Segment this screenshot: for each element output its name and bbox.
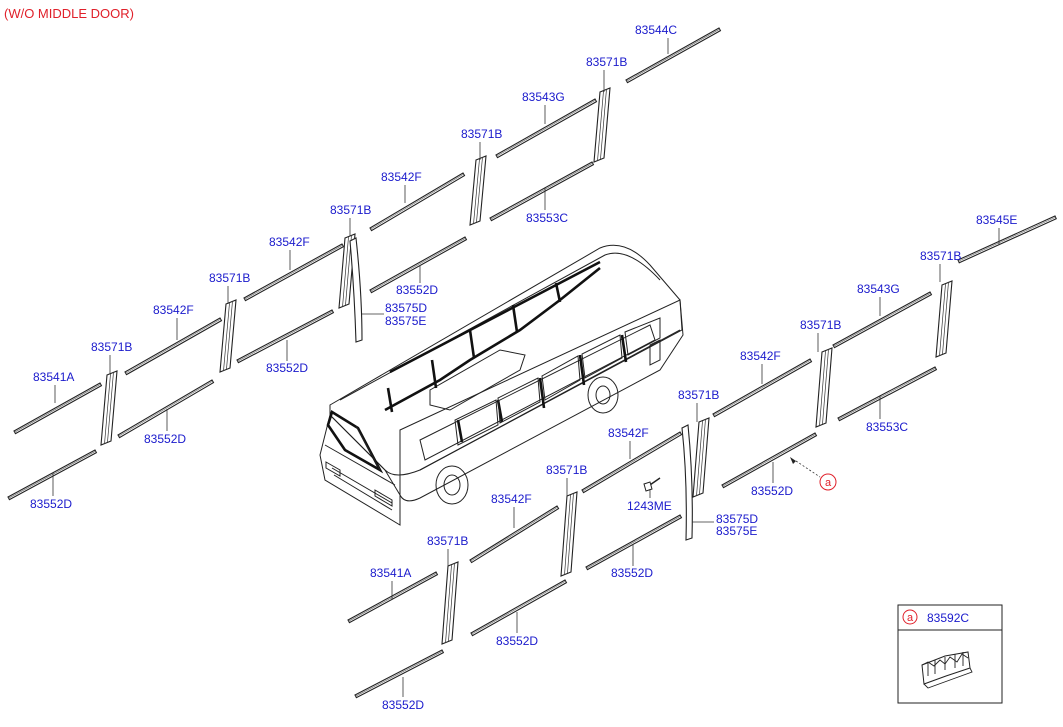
pillar-moulding-groove <box>104 371 114 445</box>
part-label: 83543G <box>522 90 565 104</box>
pillar-moulding <box>593 87 611 163</box>
reference-marker-letter: a <box>825 477 832 489</box>
screw-icon <box>643 477 661 492</box>
part-label: 83552D <box>496 634 538 648</box>
moulding-strip-edge <box>118 380 213 437</box>
part-label: 83571B <box>461 127 502 141</box>
moulding-strip-edge <box>496 99 596 157</box>
moulding-strip-edge <box>348 572 437 622</box>
moulding-strip-edge <box>470 506 558 562</box>
pillar-moulding <box>815 347 833 428</box>
reference-marker: a <box>819 473 837 491</box>
part-label: 83575D <box>716 512 758 526</box>
pillar-moulding-groove <box>564 492 574 576</box>
part-label: 83552D <box>751 484 793 498</box>
pillar-moulding <box>935 280 953 358</box>
pillar-moulding <box>692 417 710 498</box>
clip-marker-icon <box>790 457 821 478</box>
part-label: 83552D <box>396 283 438 297</box>
part-label: 83575E <box>385 314 426 328</box>
moulding-strip-edge <box>490 162 593 220</box>
bus-illustration <box>319 244 684 526</box>
part-label: 83542F <box>381 170 422 184</box>
moulding-strip-edge <box>722 433 816 487</box>
pillar-moulding <box>469 155 487 226</box>
pillar-moulding-groove <box>445 562 455 644</box>
part-label: 83552D <box>144 432 186 446</box>
part-label: 83552D <box>266 361 308 375</box>
pillar-moulding <box>219 299 237 373</box>
moulding-strip-edge <box>237 310 333 362</box>
clip-icon <box>921 651 973 689</box>
moulding-strip-edge <box>586 515 681 569</box>
pillar-moulding <box>560 491 578 577</box>
moulding-strip-edge <box>370 237 466 292</box>
part-label: 83571B <box>91 340 132 354</box>
moulding-strip-edge <box>626 28 720 82</box>
pillar-moulding-groove <box>473 156 483 225</box>
part-label: 83542F <box>269 235 310 249</box>
part-label: 83543G <box>857 282 900 296</box>
part-label: 83575E <box>716 524 757 538</box>
part-label: 83541A <box>33 370 74 384</box>
part-label: 83541A <box>370 566 411 580</box>
part-label: 83571B <box>586 55 627 69</box>
legend-box: a 83592C <box>897 604 1003 704</box>
part-label: 83542F <box>491 492 532 506</box>
moulding-strip-edge <box>958 216 1056 262</box>
part-label: 83575D <box>385 301 427 315</box>
moulding-strip-edge <box>370 173 464 230</box>
part-label: 83571B <box>546 463 587 477</box>
moulding-strip-edge <box>8 450 96 499</box>
part-label: 83571B <box>800 318 841 332</box>
moulding-strips <box>7 27 1057 699</box>
pillar-moulding-groove <box>819 348 829 427</box>
pillar-moulding-groove <box>223 300 233 372</box>
front-pillar-moulding-upper <box>349 237 363 343</box>
moulding-strip-edge <box>838 367 936 420</box>
pillar-mouldings <box>100 87 953 645</box>
part-label: 83571B <box>330 203 371 217</box>
part-label: 83544C <box>635 23 677 37</box>
legend-marker-letter: a <box>907 612 914 624</box>
diagram-title: (W/O MIDDLE DOOR) <box>4 6 134 21</box>
part-label: 83552D <box>611 566 653 580</box>
part-label: 83545E <box>976 213 1017 227</box>
pillar-moulding <box>441 561 459 645</box>
moulding-strip-edge <box>14 383 101 433</box>
part-label: 83542F <box>608 426 649 440</box>
moulding-strip-edge <box>355 650 443 697</box>
part-label: 83552D <box>382 698 424 712</box>
pillar-moulding-groove <box>696 418 706 497</box>
part-label: 83552D <box>30 497 72 511</box>
moulding-strip-edge <box>244 244 343 300</box>
leader-lines <box>52 38 1000 697</box>
part-labels: 83544C 83571B 83543G 83571B 83553C 83542… <box>30 23 1017 712</box>
part-label: 83542F <box>153 303 194 317</box>
moulding-strip-edge <box>125 318 221 374</box>
part-label: 83553C <box>866 420 908 434</box>
part-label: 83571B <box>209 271 250 285</box>
front-pillar-moulding-lower <box>681 424 693 541</box>
part-label: 83553C <box>526 211 568 225</box>
part-label: 83571B <box>427 534 468 548</box>
part-label: 83542F <box>740 349 781 363</box>
part-label: 83571B <box>678 388 719 402</box>
moulding-strip-edge <box>713 359 811 416</box>
pillar-moulding-groove <box>939 281 949 357</box>
legend-part-number: 83592C <box>927 611 969 625</box>
pillar-moulding <box>100 370 118 446</box>
part-label: 1243ME <box>627 499 672 513</box>
moulding-strip-edge <box>471 580 566 635</box>
moulding-strip-edge <box>582 432 681 492</box>
pillar-moulding-groove <box>597 88 607 162</box>
moulding-strip-edge <box>833 292 931 347</box>
part-label: 83571B <box>920 249 961 263</box>
